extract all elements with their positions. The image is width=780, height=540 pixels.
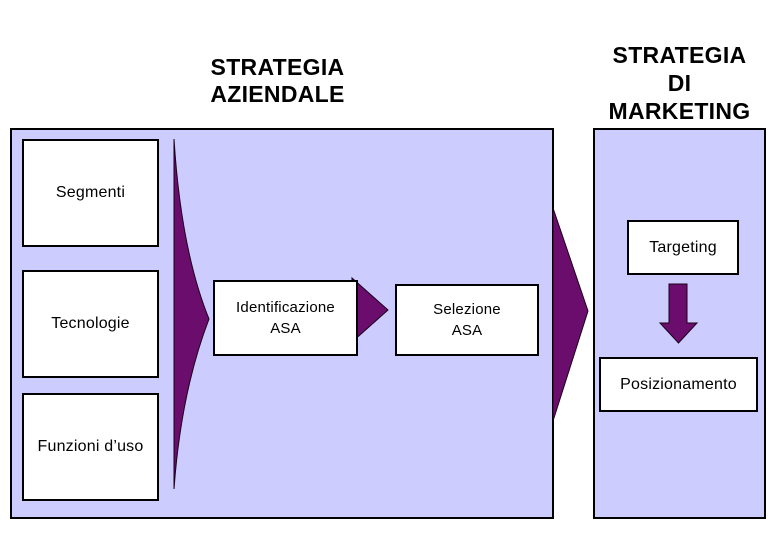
- segmenti-box: Segmenti: [22, 139, 159, 247]
- selezione-asa-box: Selezione ASA: [395, 284, 539, 356]
- tecnologie-box: Tecnologie: [22, 270, 159, 378]
- targeting-box: Targeting: [627, 220, 739, 275]
- posizionamento-box: Posizionamento: [599, 357, 758, 412]
- corporate-strategy-title: STRATEGIA AZIENDALE: [210, 54, 345, 107]
- marketing-strategy-title: STRATEGIA DI MARKETING: [608, 42, 751, 124]
- corporate-to-marketing-right-arrow-icon: [552, 207, 589, 422]
- identificazione-asa-box: Identificazione ASA: [213, 280, 358, 356]
- marketing-strategy-panel: [593, 128, 766, 519]
- funzioni-duso-box: Funzioni d’uso: [22, 393, 159, 501]
